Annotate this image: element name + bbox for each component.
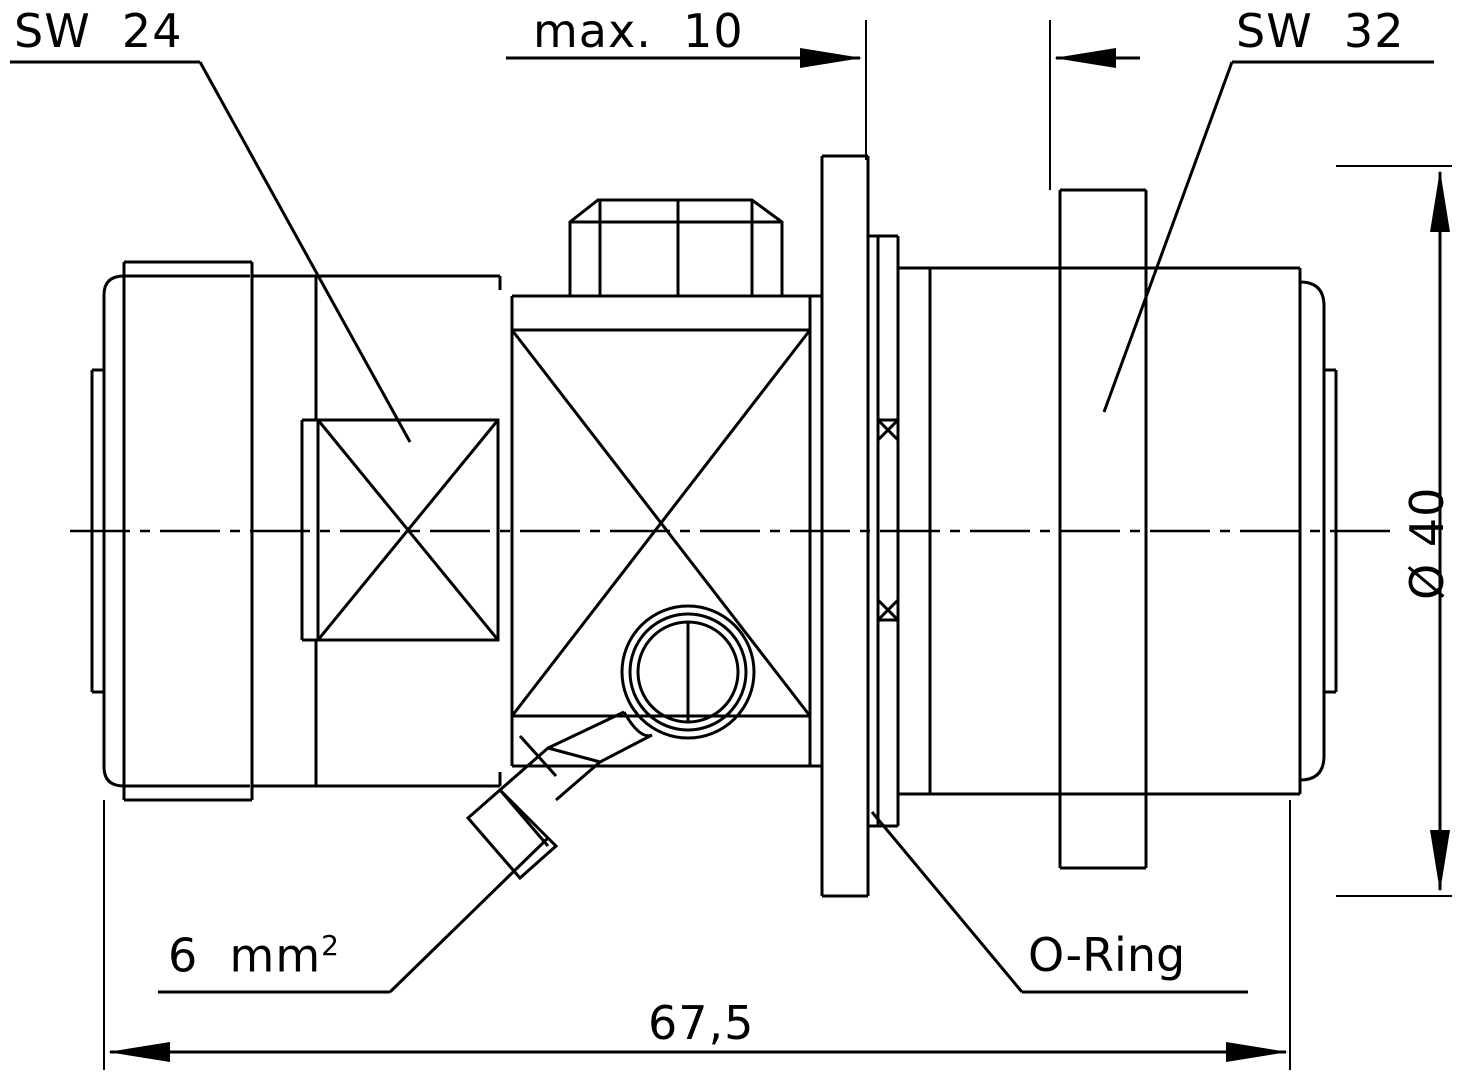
right-threaded-body bbox=[898, 188, 1148, 870]
left-end-cap bbox=[90, 260, 254, 802]
callout-oring-label: O-Ring bbox=[1028, 928, 1186, 982]
dimension-construction-lines bbox=[103, 20, 1452, 1070]
top-hex-nut bbox=[568, 198, 784, 296]
dimension-total-length-label: 67,5 bbox=[648, 996, 755, 1050]
connector-body-left bbox=[252, 274, 502, 788]
callout-conductor-label: 6 mm2 bbox=[168, 929, 340, 979]
center-body-block bbox=[510, 294, 812, 768]
dimension-max10-label: max. 10 bbox=[533, 4, 744, 58]
sw24-hex-flats bbox=[300, 418, 500, 642]
callout-leader-lines bbox=[10, 60, 1434, 994]
dimension-lines bbox=[110, 56, 1442, 1054]
dimension-arrowheads bbox=[108, 48, 1450, 1062]
callout-sw24-label: SW 24 bbox=[14, 4, 183, 58]
conductor-value: 6 mm bbox=[168, 928, 322, 983]
mounting-flange bbox=[810, 154, 870, 898]
callout-sw32-label: SW 32 bbox=[1236, 4, 1405, 58]
right-end-cap bbox=[1146, 266, 1338, 796]
dimension-diameter40-label: Ø 40 bbox=[1400, 486, 1454, 600]
angled-cable-lug bbox=[465, 710, 653, 881]
o-ring-groove bbox=[868, 234, 900, 828]
conductor-exponent: 2 bbox=[321, 929, 340, 962]
circular-port bbox=[620, 604, 756, 740]
